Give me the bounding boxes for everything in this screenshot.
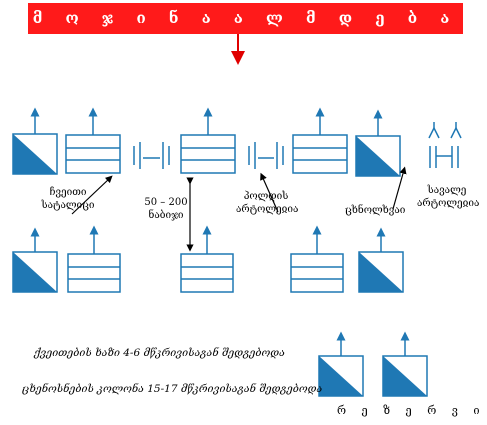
pointer-arrow-infantry	[71, 175, 113, 215]
label-distance: 50 – 200 ნაბიჯი	[140, 196, 192, 222]
legend-infantry: ქვეითების ხაზი 4-6 მწკრივისაგან შედგებოდ…	[34, 347, 285, 359]
label-infantry-line1: ჩვეითი	[49, 187, 87, 198]
label-archers-line1: სავალე	[427, 185, 467, 196]
infantry-unit-6	[290, 225, 344, 293]
cavalry-unit-1	[12, 107, 58, 175]
pointer-arrow-light	[260, 172, 279, 213]
legend-cavalry: ცხენოსნების კოლონა 15-17 მწკრივისაგან შე…	[22, 383, 323, 395]
label-distance-line2: ნაბიჯი	[148, 210, 184, 221]
infantry-unit-1	[65, 107, 121, 174]
infantry-unit-3	[292, 107, 348, 174]
label-archers-line2: არტოლეჲია	[417, 198, 480, 209]
light-troops-2	[248, 142, 284, 169]
label-light: პოლდის არტოლეჲია	[236, 190, 299, 216]
reserve-unit-1	[318, 331, 364, 397]
cavalry-unit-3	[12, 227, 58, 293]
cavalry-unit-4	[358, 227, 404, 293]
label-infantry-line2: სატალიცი	[41, 200, 95, 211]
label-light-line1: პოლდის	[243, 191, 289, 202]
archers-unit	[428, 122, 462, 168]
infantry-unit-2	[180, 107, 236, 174]
label-light-line2: არტოლეჲია	[236, 204, 299, 215]
label-cavalry: ცხნოლხვაი	[345, 205, 406, 216]
pointer-arrow-cavalry	[392, 166, 407, 210]
label-distance-line1: 50 – 200	[144, 197, 188, 208]
reserve-unit-2	[382, 331, 428, 397]
title-banner: მ ო ჯ ი ნ ა ა ლ მ დ ე ბ ა	[28, 3, 463, 34]
label-archers: სავალე არტოლეჲია	[417, 184, 480, 210]
cavalry-unit-2	[355, 109, 401, 177]
infantry-unit-4	[67, 225, 121, 293]
label-infantry: ჩვეითი სატალიცი	[36, 186, 100, 212]
legend-reserve: რ ე ზ ე რ ვ ი	[337, 404, 486, 417]
infantry-unit-5	[180, 225, 234, 293]
light-troops-1	[133, 142, 170, 169]
